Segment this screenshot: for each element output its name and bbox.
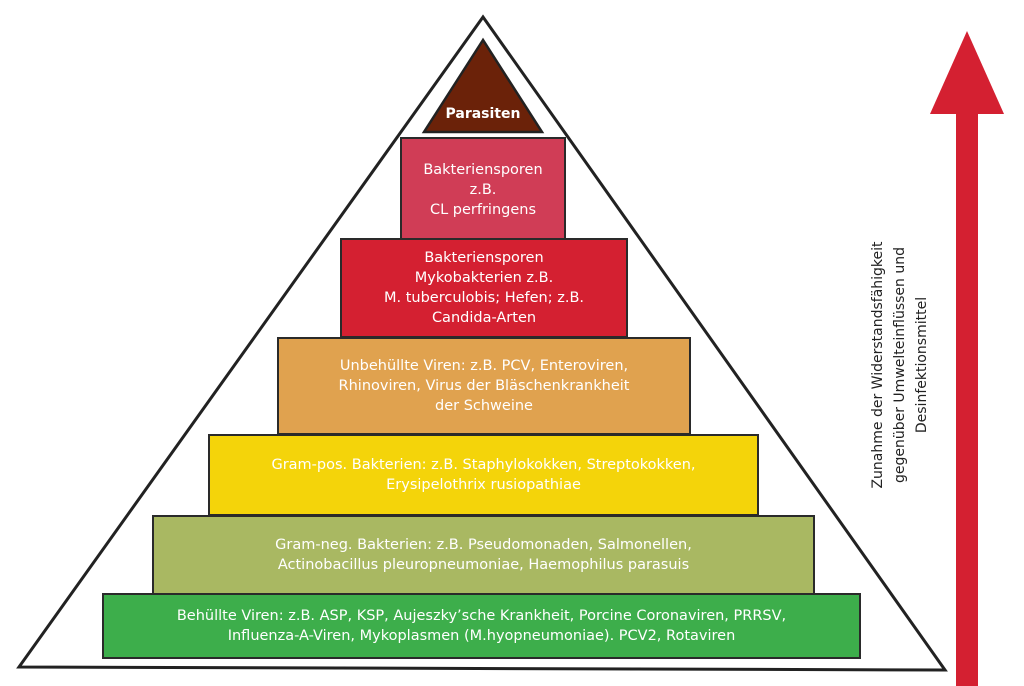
level-text: Influenza-A-Viren, Mykoplasmen (M.hyopne… (227, 628, 736, 644)
apex-triangle (421, 37, 545, 134)
arrow-shaft (956, 105, 978, 686)
level-gram-positive-bacteria: Gram-pos. Bakterien: z.B. Staphylokokken… (208, 434, 759, 516)
arrow-head (930, 31, 1004, 114)
level-text: CL perfringens (429, 202, 537, 218)
level-text: Rhinoviren, Virus der Bläschenkrankheit (338, 378, 630, 394)
apex-label: Parasiten (445, 106, 521, 122)
level-text: Gram-neg. Bakterien: z.B. Pseudomonaden,… (275, 537, 692, 553)
level-text: der Schweine (435, 398, 533, 414)
level-gram-negative-bacteria: Gram-neg. Bakterien: z.B. Pseudomonaden,… (152, 515, 815, 595)
level-enveloped-viruses: Behüllte Viren: z.B. ASP, KSP, Aujeszky’… (102, 593, 861, 659)
resistance-arrow (930, 31, 1004, 686)
arrow-label: Zunahme der Widerstandsfähigkeit gegenüb… (867, 205, 933, 525)
level-mycobacteria-yeasts: Bakteriensporen Mykobakterien z.B. M. tu… (340, 238, 628, 338)
level-text: Unbehüllte Viren: z.B. PCV, Enteroviren, (339, 358, 629, 374)
level-text: Mykobakterien z.B. (414, 270, 554, 286)
level-text: Actinobacillus pleuropneumoniae, Haemoph… (277, 557, 690, 573)
level-text: z.B. (469, 182, 497, 198)
level-text: Behüllte Viren: z.B. ASP, KSP, Aujeszky’… (176, 608, 787, 624)
level-non-enveloped-viruses: Unbehüllte Viren: z.B. PCV, Enteroviren,… (277, 337, 691, 435)
level-bacterial-spores-clostridium: Bakteriensporen z.B. CL perfringens (400, 137, 566, 243)
level-text: M. tuberculobis; Hefen; z.B. (383, 290, 585, 306)
arrow-label-line: Desinfektionsmittel (914, 296, 930, 434)
arrow-label-line: Zunahme der Widerstandsfähigkeit (870, 241, 886, 489)
level-text: Bakteriensporen (424, 250, 544, 266)
arrow-label-line: gegenüber Umwelteinflüssen und (892, 247, 908, 484)
level-text: Bakteriensporen (423, 162, 543, 178)
level-text: Candida-Arten (431, 310, 537, 326)
level-text: Gram-pos. Bakterien: z.B. Staphylokokken… (271, 457, 696, 473)
level-text: Erysipelothrix rusiopathiae (386, 477, 581, 493)
